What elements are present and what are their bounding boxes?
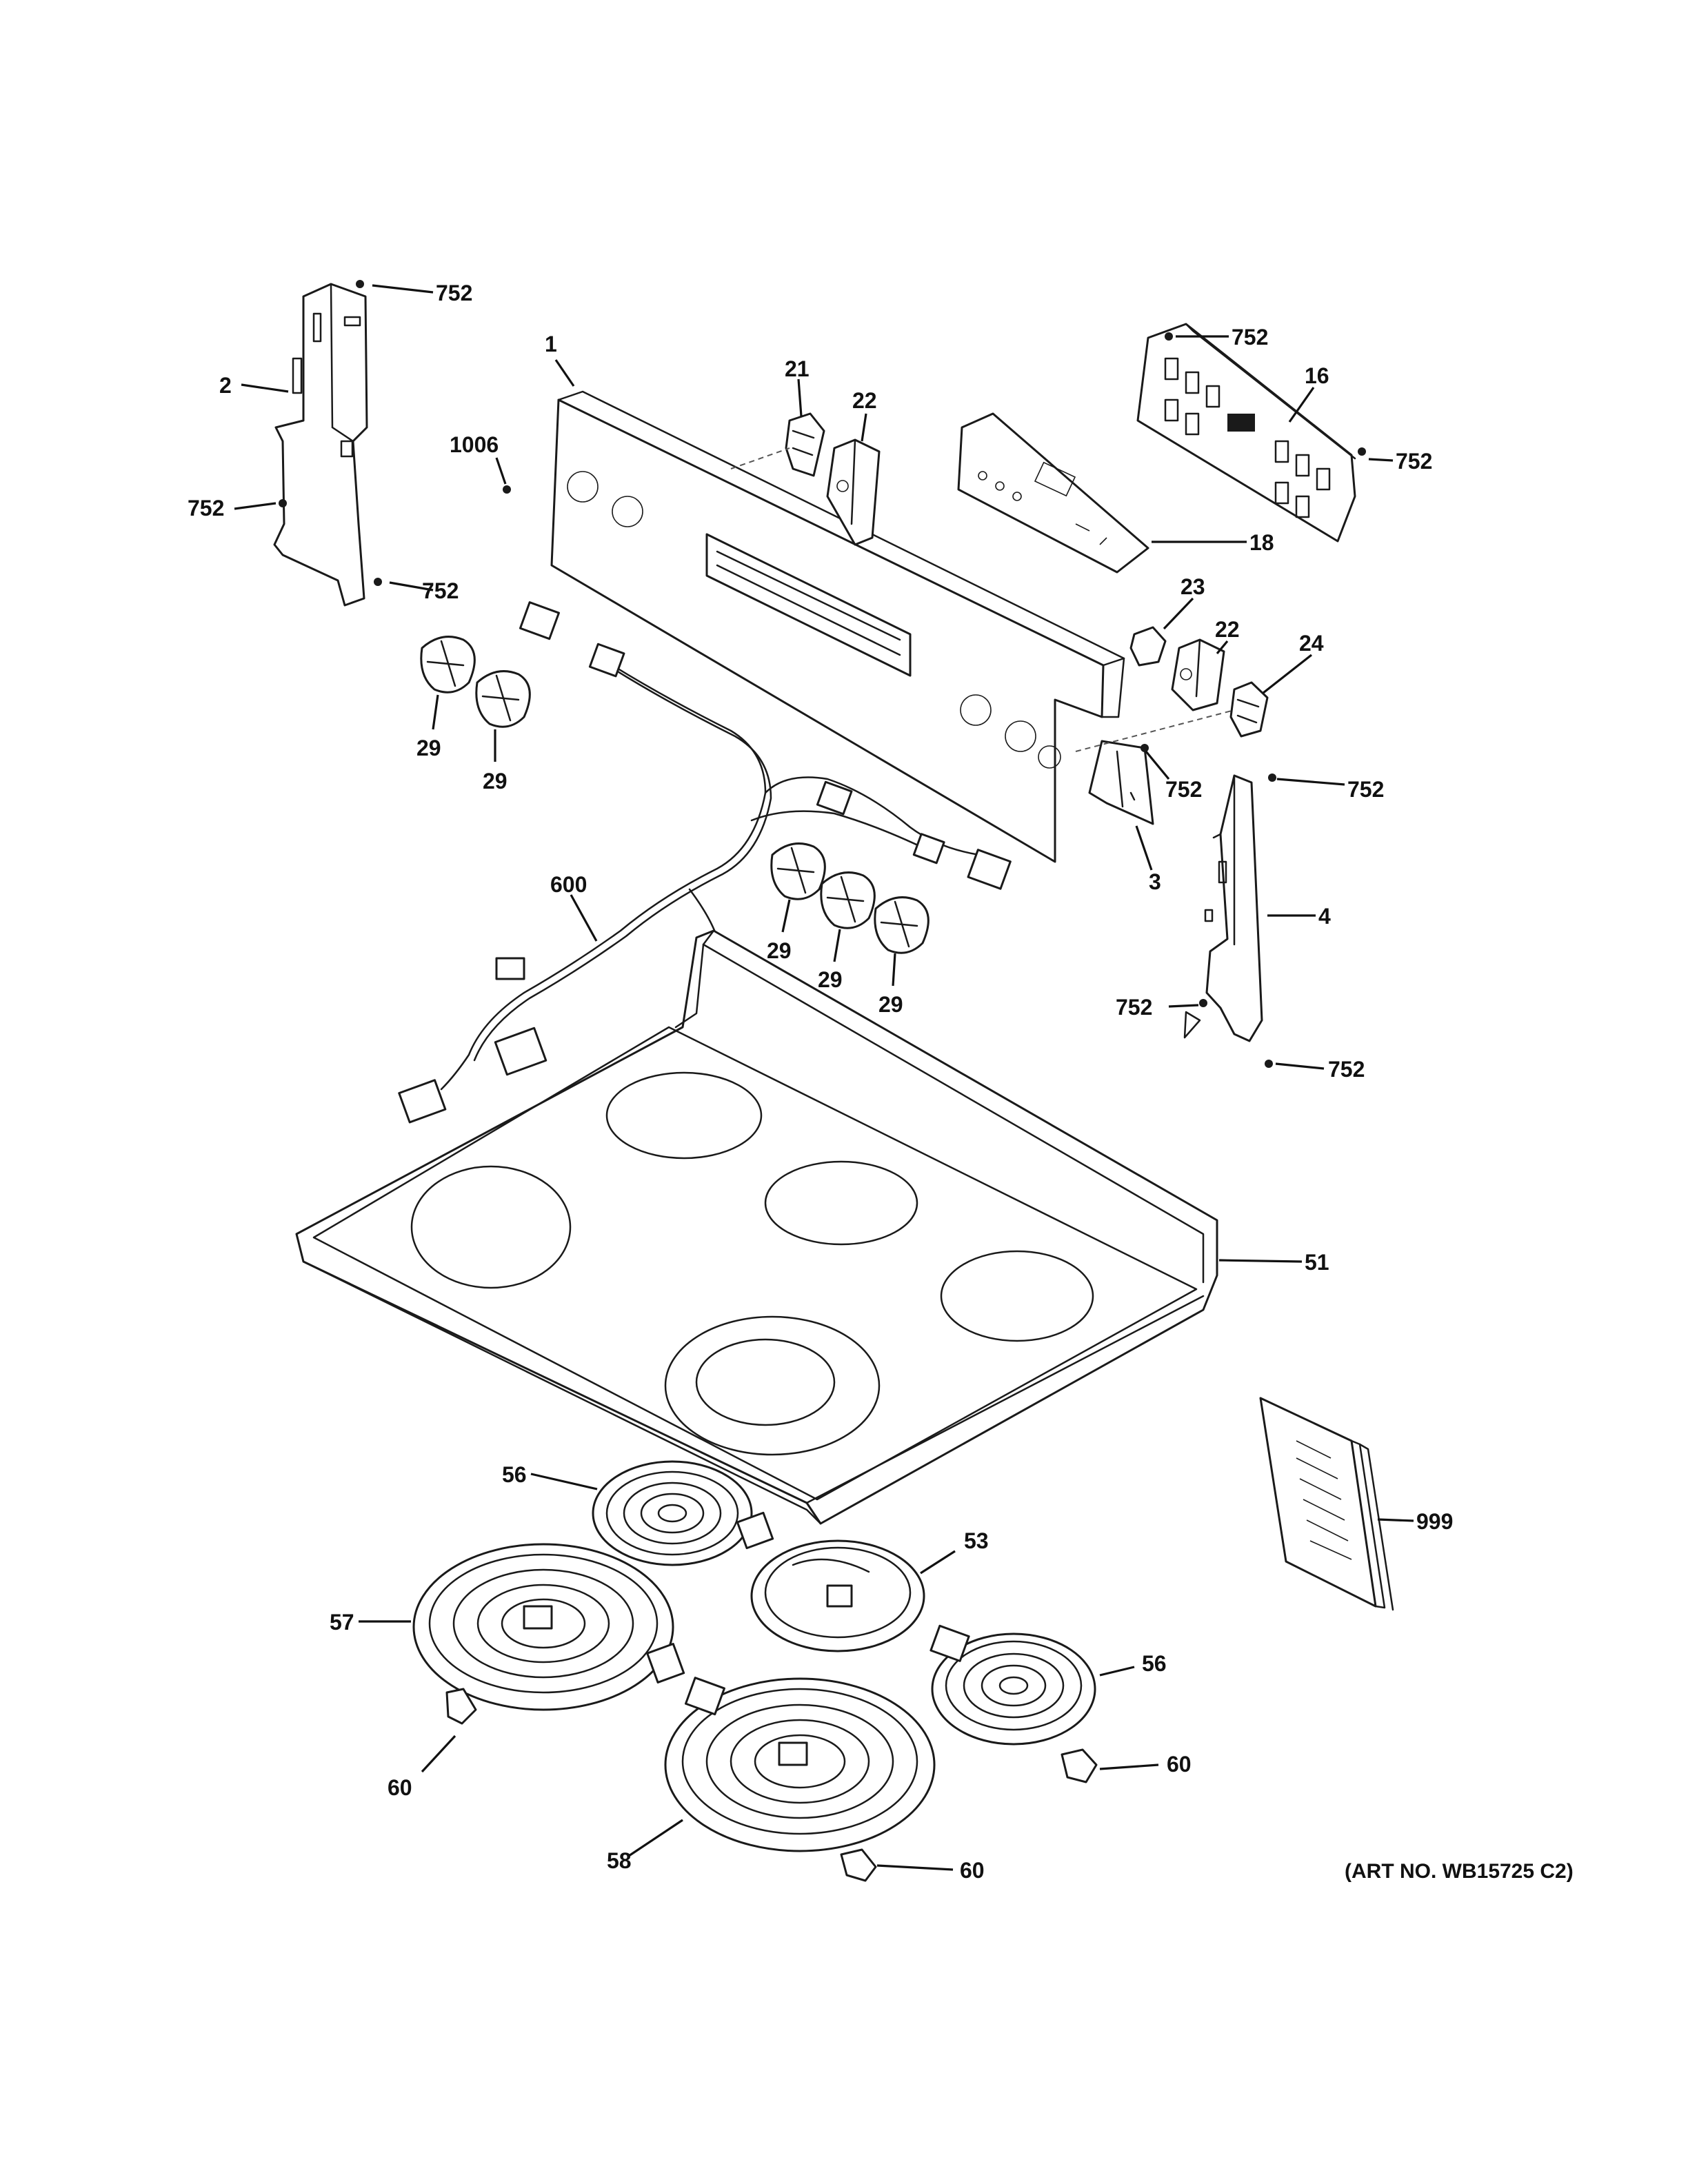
callout-752: 752 xyxy=(1396,449,1432,474)
callout-51: 51 xyxy=(1305,1250,1329,1275)
callout-999: 999 xyxy=(1416,1509,1453,1534)
switch-24 xyxy=(1229,681,1269,738)
surface-element-57 xyxy=(412,1543,685,1711)
screw-752 xyxy=(279,499,287,507)
callout-752: 752 xyxy=(1165,777,1202,802)
callout-1006: 1006 xyxy=(450,432,499,457)
cooktop-glass xyxy=(295,929,1218,1525)
knob-29-2 xyxy=(475,670,531,728)
callout-752: 752 xyxy=(1116,995,1152,1020)
surface-element-56-upper xyxy=(592,1460,774,1566)
screw-752 xyxy=(1268,774,1276,782)
literature-manual xyxy=(1259,1397,1394,1611)
element-bracket-60-right xyxy=(1061,1748,1098,1783)
callout-56: 56 xyxy=(1142,1651,1167,1676)
callout-752: 752 xyxy=(1347,777,1384,802)
art-number: (ART NO. WB15725 C2) xyxy=(1345,1860,1574,1883)
callout-18: 18 xyxy=(1249,530,1274,555)
wire-harness xyxy=(398,601,1012,1124)
callout-4: 4 xyxy=(1318,904,1331,929)
screw-752 xyxy=(1265,1060,1273,1068)
callout-60: 60 xyxy=(960,1858,985,1883)
screw-752 xyxy=(1165,332,1173,341)
callout-1: 1 xyxy=(545,332,557,356)
switch-21 xyxy=(785,412,825,477)
callout-57: 57 xyxy=(330,1610,354,1635)
screw-752 xyxy=(374,578,382,586)
screw-752 xyxy=(356,280,364,288)
screw-752 xyxy=(1199,999,1207,1007)
knob-29-1 xyxy=(420,636,476,694)
control-board xyxy=(1136,323,1356,543)
switch-23 xyxy=(1129,626,1167,667)
screw-752 xyxy=(1358,447,1366,456)
callout-752: 752 xyxy=(422,578,459,603)
alignment-line xyxy=(730,447,1235,752)
surface-element-56-lower xyxy=(930,1624,1096,1746)
screw-1006 xyxy=(503,485,511,494)
callout-60: 60 xyxy=(388,1775,412,1800)
surface-element-58 xyxy=(664,1677,936,1852)
callout-752: 752 xyxy=(188,496,224,520)
callout-60: 60 xyxy=(1167,1752,1192,1777)
callout-29: 29 xyxy=(878,992,903,1017)
knob-29-4 xyxy=(820,871,876,929)
surface-element-53 xyxy=(750,1539,925,1652)
callout-21: 21 xyxy=(785,356,810,381)
callout-56: 56 xyxy=(502,1462,527,1487)
infinite-switch-22-upper xyxy=(826,438,881,546)
callout-29: 29 xyxy=(483,769,508,793)
element-bracket-60-bottom xyxy=(840,1848,877,1882)
callout-29: 29 xyxy=(767,938,792,963)
callout-752: 752 xyxy=(1232,325,1268,350)
right-bracket-3 xyxy=(1088,740,1154,825)
infinite-switch-22-lower xyxy=(1171,638,1225,711)
callout-752: 752 xyxy=(436,281,472,305)
callout-29: 29 xyxy=(416,736,441,760)
callout-23: 23 xyxy=(1180,574,1205,599)
callout-53: 53 xyxy=(964,1528,989,1553)
callout-16: 16 xyxy=(1305,363,1329,388)
screw-752 xyxy=(1141,744,1149,752)
control-panel-backsplash xyxy=(550,390,1125,863)
callout-24: 24 xyxy=(1299,631,1324,656)
side-bracket-left xyxy=(273,283,368,607)
touch-overlay xyxy=(957,412,1149,574)
callout-29: 29 xyxy=(818,967,843,992)
callout-58: 58 xyxy=(607,1848,632,1873)
callout-2: 2 xyxy=(219,373,232,398)
knob-29-5 xyxy=(874,896,930,954)
callout-22: 22 xyxy=(852,388,877,413)
callout-3: 3 xyxy=(1149,869,1161,894)
knob-29-3 xyxy=(770,842,826,900)
side-bracket-right xyxy=(1183,774,1263,1042)
callout-752: 752 xyxy=(1328,1057,1365,1082)
element-bracket-60-left xyxy=(445,1688,477,1725)
callout-600: 600 xyxy=(550,872,587,897)
callout-22: 22 xyxy=(1215,617,1240,642)
leader-lines xyxy=(234,284,1414,1871)
